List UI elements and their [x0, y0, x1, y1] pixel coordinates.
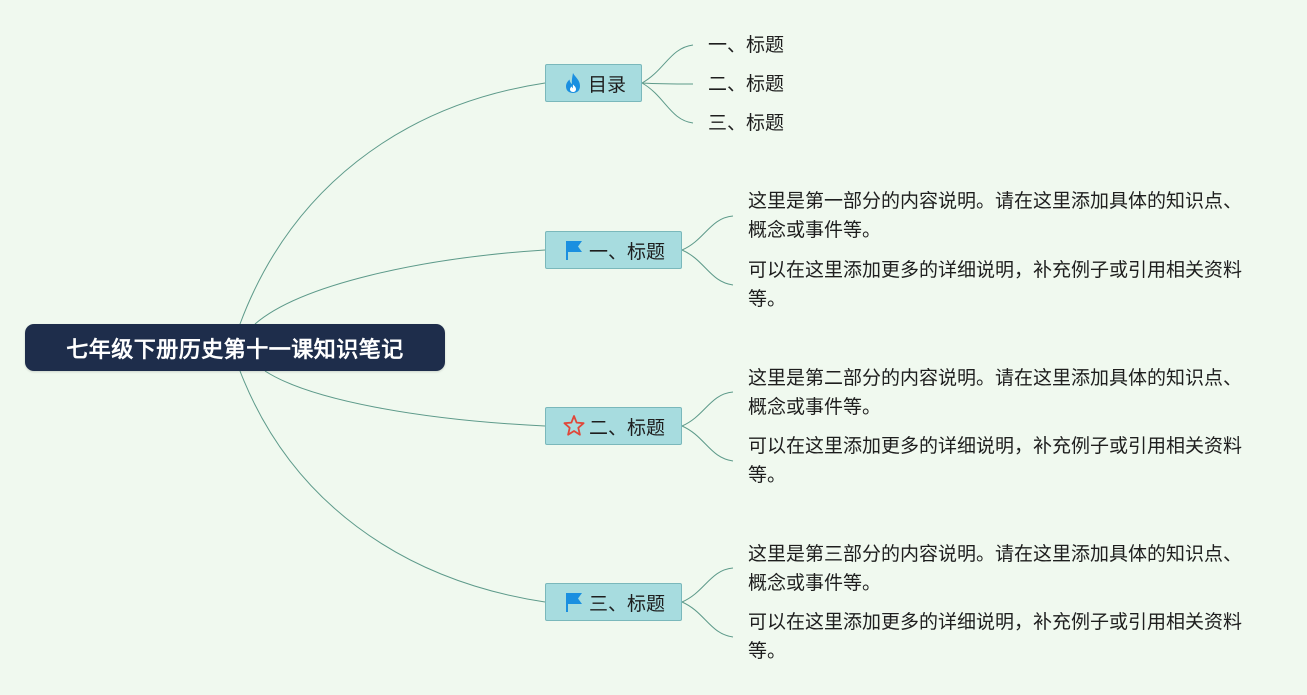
connector-b2-2	[681, 425, 734, 462]
connector-toc-1	[641, 44, 694, 84]
connector-root-b2	[264, 370, 546, 427]
branch-topic-1-label: 一、标题	[588, 240, 665, 263]
branch-topic-3-label: 三、标题	[588, 592, 665, 615]
branch-3-leaf-2[interactable]: 可以在这里添加更多的详细说明，补充例子或引用相关资料等。	[748, 611, 1243, 662]
branch-topic-toc-label: 目录	[587, 73, 626, 96]
connector-b3-1	[681, 567, 734, 603]
flag-icon	[562, 238, 586, 262]
connector-toc-2	[641, 82, 694, 85]
connector-root-toc	[239, 82, 546, 325]
branch-1-leaf-2[interactable]: 可以在这里添加更多的详细说明，补充例子或引用相关资料等。	[748, 259, 1243, 310]
branch-topic-1[interactable]: 一、标题	[545, 231, 682, 269]
connector-b1-1	[681, 215, 734, 251]
connector-toc-3	[641, 82, 694, 124]
root-topic-label: 七年级下册历史第十一课知识笔记	[66, 337, 404, 363]
toc-leaf-1[interactable]: 一、标题	[708, 34, 785, 56]
connector-root-b3	[239, 370, 546, 603]
branch-1-leaf-1[interactable]: 这里是第一部分的内容说明。请在这里添加具体的知识点、概念或事件等。	[748, 190, 1243, 241]
branch-topic-3[interactable]: 三、标题	[545, 583, 682, 621]
toc-leaf-3[interactable]: 三、标题	[708, 112, 785, 134]
branch-topic-toc[interactable]: 目录	[545, 64, 642, 102]
connector-root-b1	[254, 249, 546, 325]
connector-b3-2	[681, 601, 734, 638]
branch-2-leaf-2[interactable]: 可以在这里添加更多的详细说明，补充例子或引用相关资料等。	[748, 435, 1243, 486]
branch-3-leaf-1[interactable]: 这里是第三部分的内容说明。请在这里添加具体的知识点、概念或事件等。	[748, 543, 1243, 594]
fire-icon	[561, 71, 585, 95]
branch-topic-2[interactable]: 二、标题	[545, 407, 682, 445]
star-icon	[562, 414, 586, 438]
branch-topic-2-label: 二、标题	[588, 416, 665, 439]
connector-b2-1	[681, 391, 734, 427]
connector-b1-2	[681, 249, 734, 286]
toc-leaf-2[interactable]: 二、标题	[708, 73, 785, 95]
flag-icon	[562, 590, 586, 614]
root-topic[interactable]: 七年级下册历史第十一课知识笔记	[25, 324, 445, 371]
branch-2-leaf-1[interactable]: 这里是第二部分的内容说明。请在这里添加具体的知识点、概念或事件等。	[748, 367, 1243, 418]
